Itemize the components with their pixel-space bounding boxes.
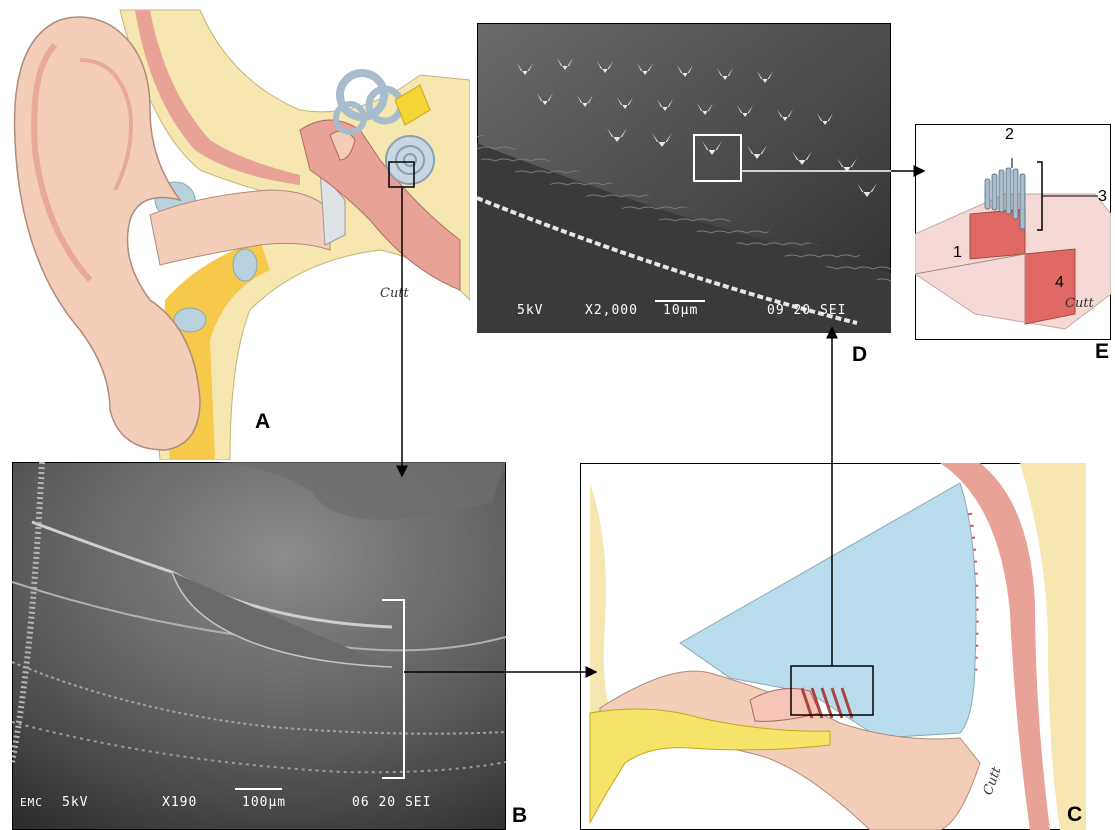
sem-voltage-b: 5kV bbox=[62, 795, 88, 810]
sem-code-d: 09 20 SEI bbox=[767, 303, 846, 318]
artist-signature-a: Cutt bbox=[380, 286, 410, 301]
sem-code-b: 06 20 SEI bbox=[352, 795, 431, 810]
panel-label-e: E bbox=[1095, 340, 1109, 364]
sem-micrograph-b: EMC 5kV X190 100µm 06 20 SEI bbox=[12, 462, 506, 830]
panel-c-cochlear-duct: Cutt C bbox=[580, 463, 1086, 830]
sem-scale-b: 100µm bbox=[242, 795, 286, 810]
artist-signature-e: Cutt bbox=[1065, 296, 1095, 311]
callout-3: 3 bbox=[1098, 188, 1107, 206]
sem-scale-d: 10µm bbox=[663, 303, 698, 318]
panel-label-d: D bbox=[852, 343, 867, 367]
hair-cell-drawing: Cutt bbox=[915, 124, 1111, 340]
panel-label-a: A bbox=[255, 410, 270, 434]
sem-voltage-d: 5kV bbox=[517, 303, 543, 318]
panel-a-ear-illustration: Cutt A bbox=[0, 0, 470, 460]
panel-d-sem-hair-cells: 5kV X2,000 10µm 09 20 SEI D bbox=[477, 23, 891, 333]
callout-1: 1 bbox=[953, 244, 962, 262]
ear-anatomy-drawing: Cutt bbox=[0, 0, 470, 460]
callout-4: 4 bbox=[1055, 274, 1064, 292]
sem-micrograph-d: 5kV X2,000 10µm 09 20 SEI bbox=[477, 23, 891, 333]
callout-2: 2 bbox=[1005, 126, 1014, 144]
panel-label-c: C bbox=[1067, 803, 1082, 827]
panel-e-hair-cell-schematic: Cutt 2 3 1 4 E bbox=[915, 124, 1111, 340]
sem-magnification-d: X2,000 bbox=[585, 303, 638, 318]
cochlear-duct-drawing: Cutt bbox=[580, 463, 1086, 830]
emc-logo: EMC bbox=[20, 796, 43, 809]
sem-magnification-b: X190 bbox=[162, 795, 197, 810]
panel-b-sem-cochlea: EMC 5kV X190 100µm 06 20 SEI B bbox=[12, 462, 506, 830]
panel-label-b: B bbox=[512, 804, 527, 828]
